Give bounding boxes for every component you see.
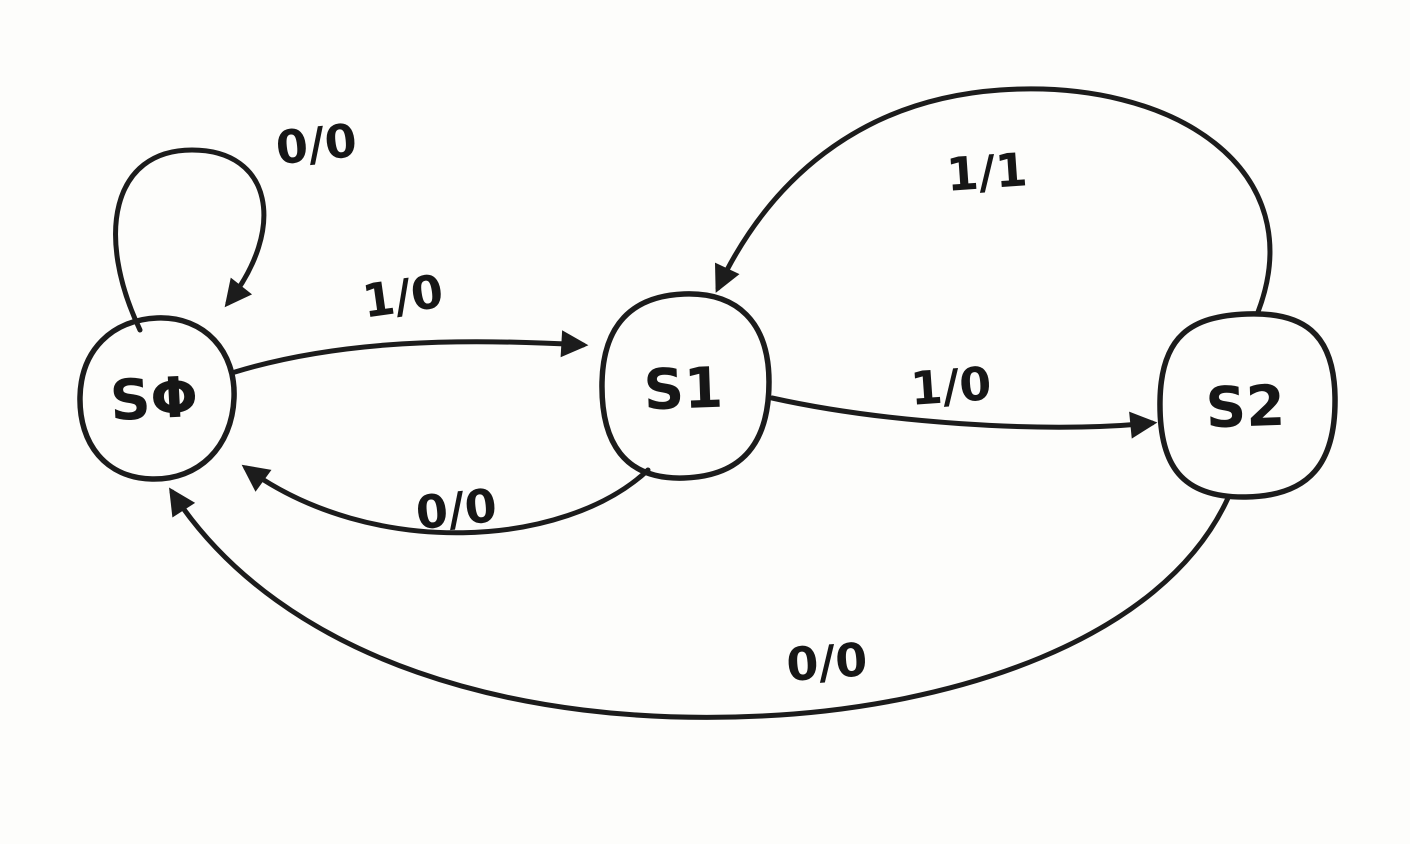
transition-s0-to-s1-label: 1/0	[359, 264, 447, 329]
transition-s0-self-loop-path	[113, 147, 267, 333]
state-s0-label: SΦ	[108, 365, 199, 435]
state-s2-circle	[1157, 311, 1338, 500]
state-s0-circle	[77, 315, 237, 482]
state-s2-label: S2	[1205, 374, 1287, 442]
transition-s0-self-loop-label: 0/0	[273, 113, 359, 175]
state-s1-label: S1	[643, 356, 725, 424]
transition-s1-to-s0-path	[241, 464, 651, 536]
transition-s2-to-s1-path	[715, 86, 1273, 315]
transition-s2-to-s0-path	[169, 487, 1231, 720]
transition-s0-to-s1-path	[232, 330, 589, 375]
transition-s2-to-s1-label: 1/1	[945, 142, 1029, 202]
transition-s1-to-s2-path	[769, 395, 1158, 439]
transition-s2-to-s0-label: 0/0	[785, 632, 869, 692]
state-s1-circle	[599, 291, 772, 481]
transition-s1-to-s0-label: 0/0	[413, 478, 499, 540]
transition-s1-to-s2-label: 1/0	[909, 356, 993, 416]
